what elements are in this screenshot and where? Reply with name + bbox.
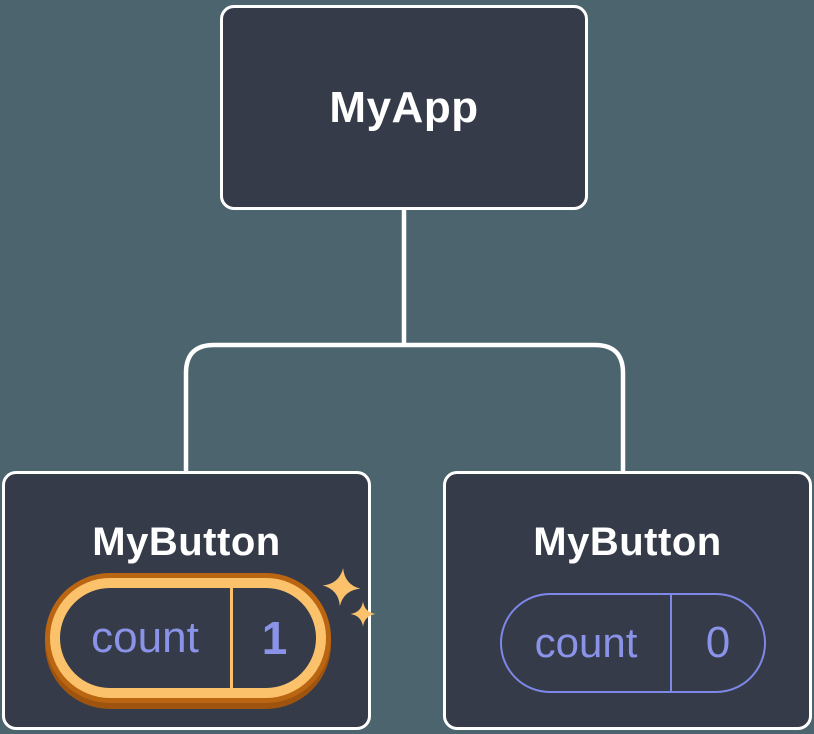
state-value: 0 <box>705 618 731 667</box>
pill-divider <box>230 588 233 688</box>
sparkle-icon-large <box>322 568 361 606</box>
node-mybutton-right-label: MyButton <box>533 520 722 564</box>
node-mybutton-right: MyButton count 0 <box>443 471 812 730</box>
sparkle-icon-small <box>350 601 376 627</box>
node-myapp: MyApp <box>220 5 588 210</box>
node-myapp-label: MyApp <box>329 82 479 132</box>
sparkles-icon <box>322 568 376 627</box>
node-mybutton-left: MyButton count 1 <box>2 471 376 730</box>
state-value: 1 <box>261 612 288 664</box>
state-pill-plain: count 0 <box>500 593 766 693</box>
node-mybutton-left-label: MyButton <box>92 520 281 564</box>
pill-divider <box>670 595 672 691</box>
state-name: count <box>91 613 199 662</box>
state-pill-highlighted: count 1 <box>50 578 326 698</box>
connector-branch-bracket <box>183 342 626 472</box>
state-name: count <box>534 619 638 666</box>
